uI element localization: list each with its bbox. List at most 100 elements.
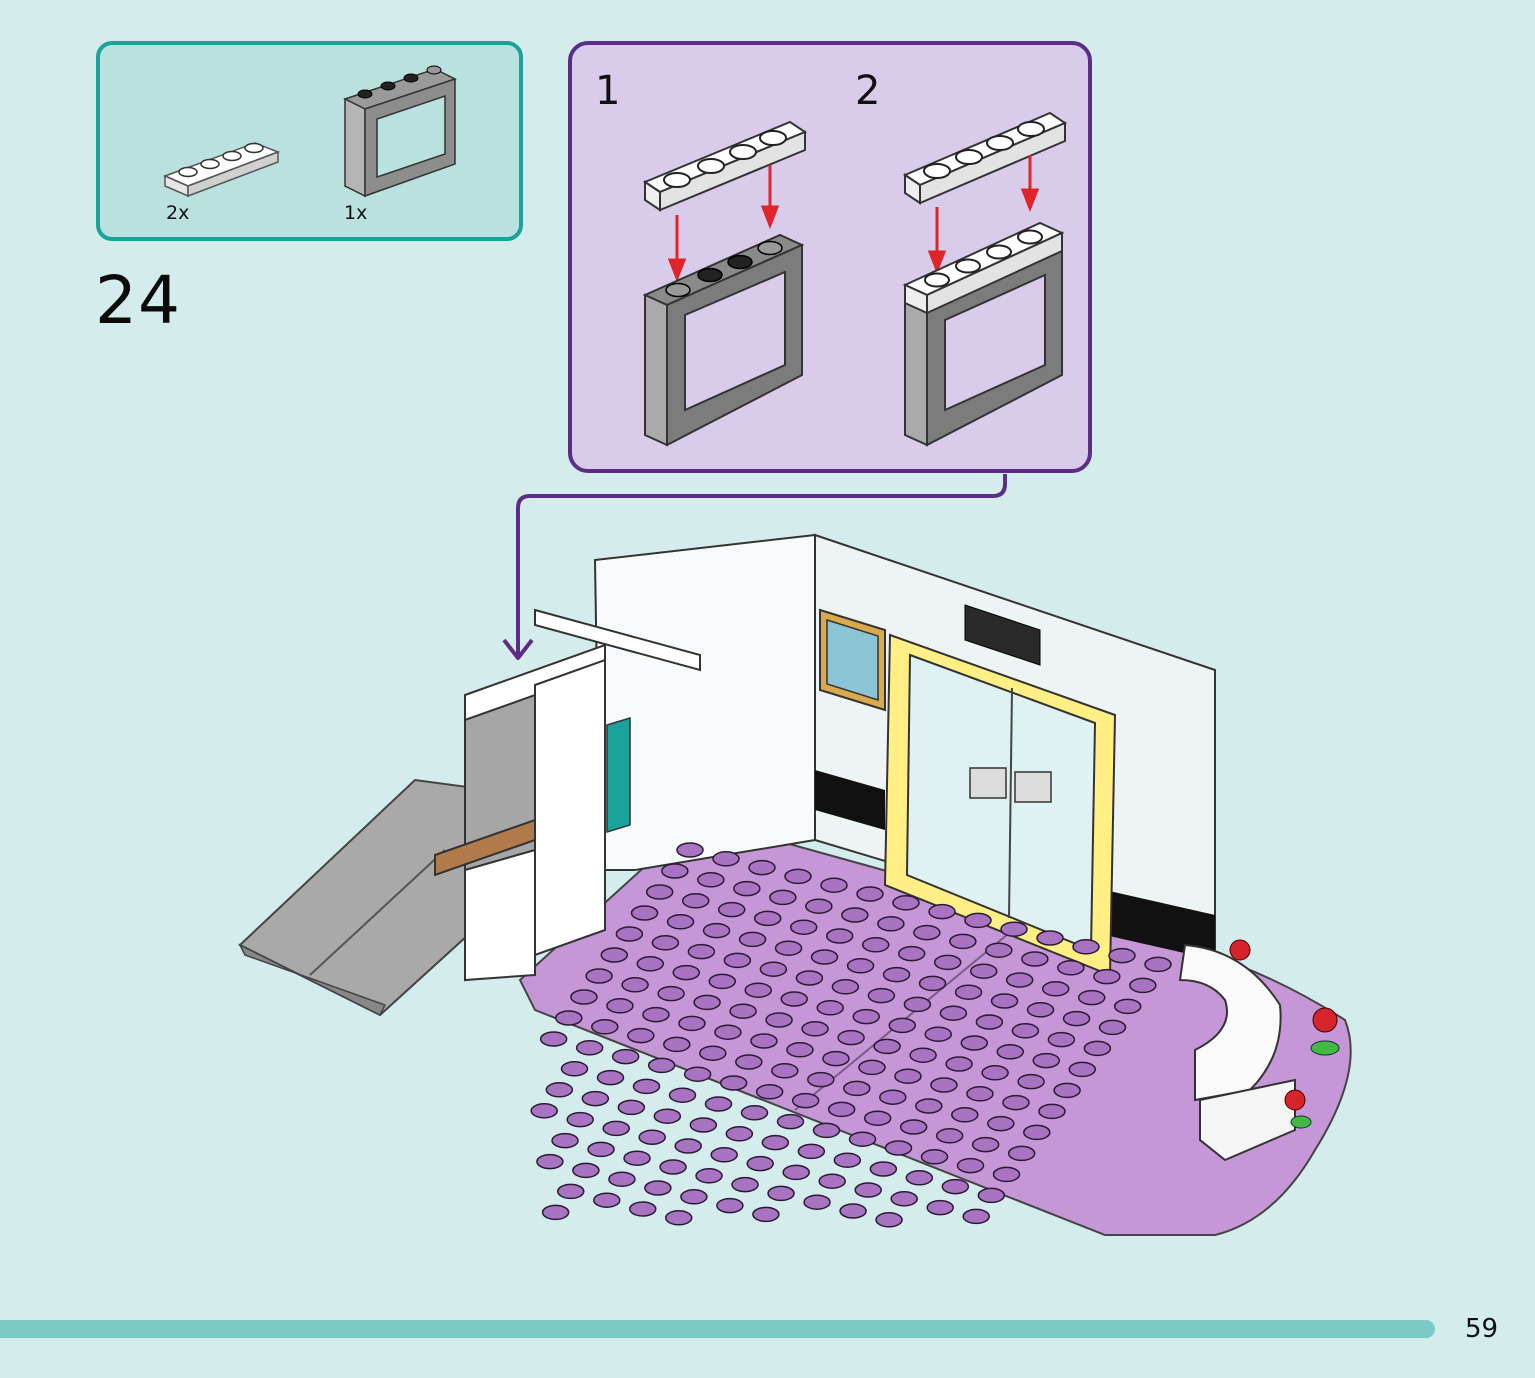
stud-icon	[954, 984, 983, 1000]
stud-icon	[975, 1014, 1004, 1030]
stud-icon	[710, 1147, 738, 1163]
stud-icon	[971, 1136, 1000, 1153]
stud-icon	[681, 893, 710, 909]
stud-icon	[638, 1129, 666, 1145]
stud-icon	[738, 931, 767, 948]
stud-icon	[969, 963, 998, 979]
stud-icon	[920, 1149, 949, 1165]
stud-icon	[1144, 956, 1172, 973]
stud-icon	[615, 926, 644, 942]
part-quantity: 2x	[166, 202, 190, 224]
stud-icon	[585, 968, 613, 984]
stud-icon	[1053, 1082, 1081, 1099]
stud-icon	[1083, 1040, 1112, 1057]
stud-icon	[875, 1212, 903, 1228]
flower-icon	[1229, 939, 1338, 1111]
stud-icon	[708, 973, 736, 990]
stud-icon	[858, 1059, 886, 1076]
stud-icon	[695, 1168, 723, 1184]
stud-icon	[735, 1054, 763, 1070]
stud-icon	[746, 1155, 774, 1172]
stud-icon	[797, 1143, 826, 1160]
stud-icon	[1108, 947, 1136, 964]
stud-icon	[909, 1047, 937, 1063]
stud-icon	[1077, 989, 1106, 1006]
stud-icon	[1005, 972, 1034, 988]
stud-icon	[740, 1105, 769, 1121]
plate-1x4-white-icon	[162, 142, 281, 198]
stud-icon	[539, 1031, 568, 1047]
stud-icon	[1068, 1061, 1096, 1078]
stud-icon	[960, 1035, 988, 1051]
stud-icon	[748, 859, 776, 876]
stud-icon	[629, 1201, 657, 1217]
stud-icon	[560, 1061, 589, 1077]
stud-icon	[816, 1000, 844, 1016]
red-arrow-icon	[667, 165, 780, 283]
stud-icon	[1057, 960, 1085, 976]
stud-icon	[1011, 1023, 1040, 1039]
stud-icon	[759, 961, 788, 977]
stud-icon	[1000, 921, 1028, 937]
stud-icon	[899, 1119, 928, 1135]
stud-icon	[602, 1120, 630, 1137]
stud-icon	[801, 1021, 829, 1037]
stud-icon	[996, 1044, 1024, 1060]
stud-icon	[755, 1084, 784, 1100]
stud-icon	[765, 1012, 793, 1028]
stud-icon	[647, 1057, 676, 1074]
stud-icon	[890, 1191, 918, 1207]
stud-icon	[717, 901, 746, 918]
stud-icon	[945, 1056, 973, 1072]
stud-icon	[861, 937, 890, 953]
stud-icon	[841, 907, 869, 923]
stud-icon	[606, 998, 634, 1014]
stud-icon	[731, 1176, 759, 1193]
stud-icon	[882, 966, 911, 983]
stud-icon	[659, 1159, 687, 1175]
stud-icon	[839, 1203, 867, 1219]
stud-icon	[566, 1111, 594, 1128]
stud-icon	[780, 991, 808, 1007]
stud-icon	[905, 1170, 934, 1186]
stud-icon	[714, 1024, 742, 1040]
stud-icon	[825, 928, 854, 944]
stud-icon	[642, 1006, 670, 1023]
stud-icon	[645, 884, 674, 900]
stud-icon	[581, 1090, 610, 1107]
substep-number: 1	[595, 68, 621, 114]
stud-icon	[918, 975, 947, 992]
stud-icon	[591, 1019, 619, 1035]
stud-icon	[1002, 1094, 1030, 1111]
stud-icon	[632, 1078, 661, 1095]
stud-icon	[1032, 1052, 1060, 1069]
stud-icon	[666, 914, 695, 930]
stud-icon	[879, 1089, 907, 1105]
stud-icon	[617, 1099, 646, 1116]
stud-icon	[843, 1080, 871, 1097]
stud-icon	[962, 1208, 990, 1225]
stud-icon	[1017, 1073, 1045, 1090]
stud-icon	[761, 1134, 790, 1151]
progress-bar	[0, 1320, 1435, 1338]
stud-icon	[653, 1108, 682, 1124]
stud-icon	[1072, 939, 1100, 955]
stud-icon	[702, 922, 731, 939]
stud-icon	[536, 1153, 564, 1170]
stud-icon	[600, 947, 628, 963]
stud-icon	[621, 977, 649, 993]
stud-icon	[987, 1115, 1015, 1132]
stud-icon	[915, 1098, 943, 1114]
stud-icon	[663, 1036, 691, 1053]
stud-icon	[848, 1131, 877, 1147]
substep-2-illustration	[902, 111, 1068, 447]
stud-icon	[719, 1075, 748, 1091]
stud-icon	[657, 985, 685, 1002]
stud-icon	[1062, 1010, 1091, 1027]
stud-icon	[545, 1082, 574, 1098]
stud-icon	[805, 898, 833, 914]
stud-icon	[689, 1117, 718, 1133]
stud-icon	[933, 954, 962, 971]
red-arrow-icon	[927, 155, 1040, 275]
stud-icon	[678, 1015, 706, 1032]
